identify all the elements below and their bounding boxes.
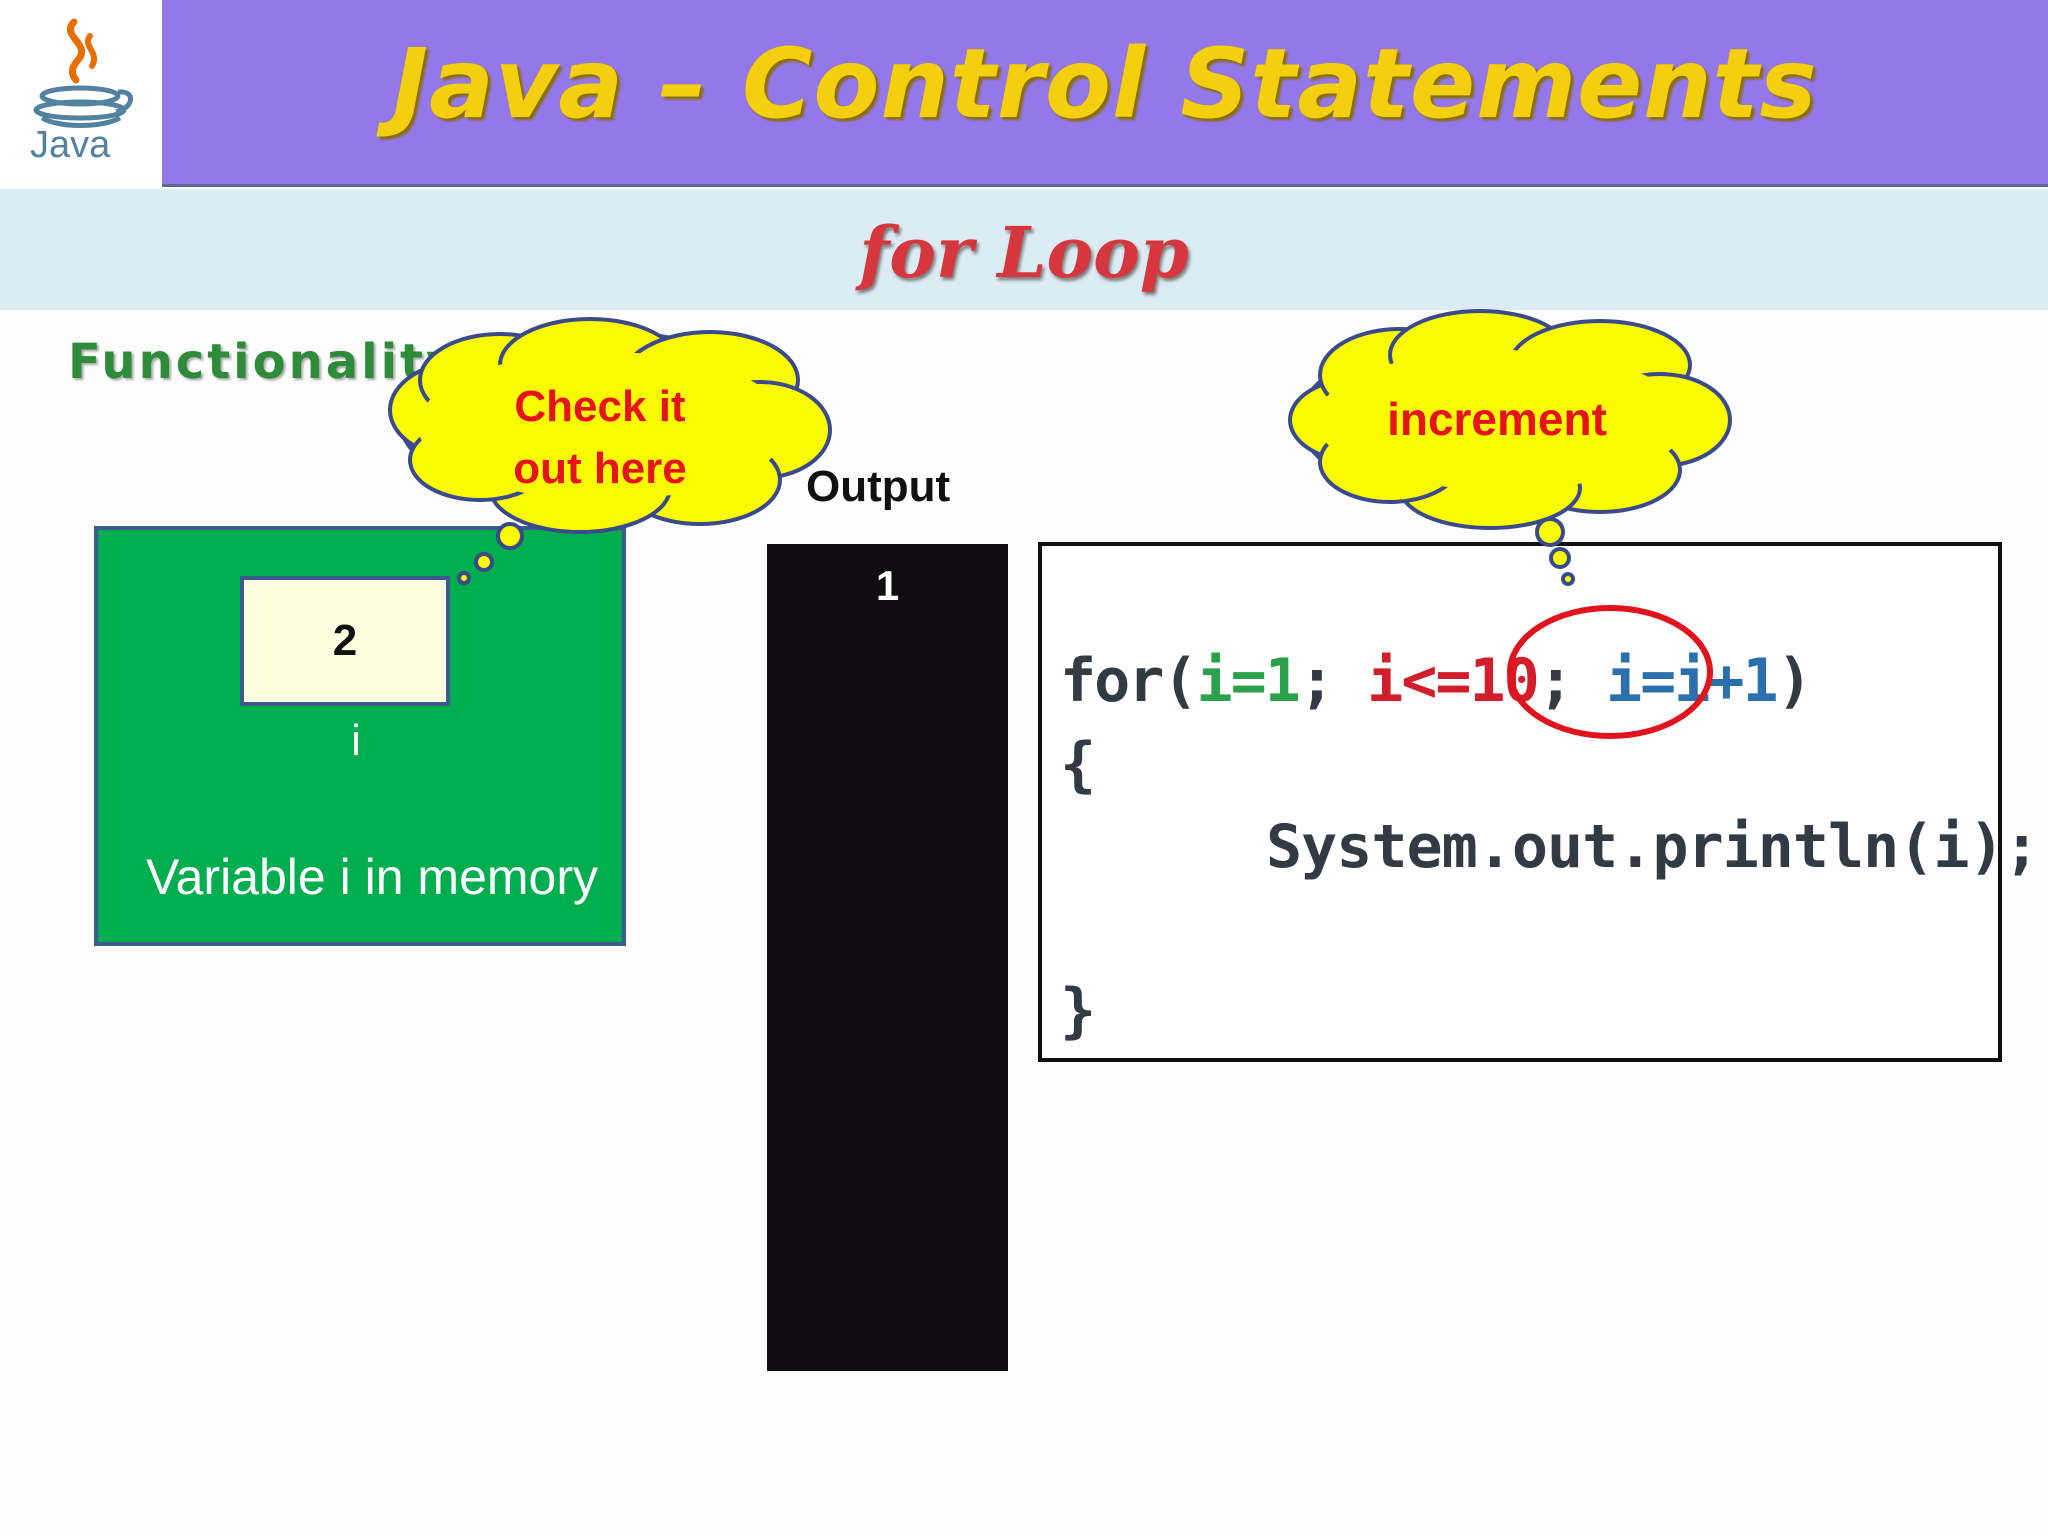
check-callout-text: Check it out here xyxy=(470,376,730,500)
code-separator: ; xyxy=(1537,646,1606,716)
code-separator: ; xyxy=(1298,646,1368,716)
variable-name: i xyxy=(351,716,361,765)
code-panel: for(i=1; i<=10; i=i+1) { System.out.prin… xyxy=(1038,542,2040,1062)
page-subtitle: for Loop xyxy=(859,211,1189,294)
subtitle-bar: for Loop xyxy=(0,189,2048,310)
code-open-brace: { xyxy=(1060,730,1097,800)
code-close-brace: } xyxy=(1060,976,1097,1046)
output-line: 1 xyxy=(875,562,900,609)
memory-box: 2 i Variable i in memory xyxy=(94,526,626,946)
output-console: 1 xyxy=(767,544,1008,1371)
memory-caption: Variable i in memory xyxy=(145,849,598,905)
output-label: Output xyxy=(806,462,951,511)
title-bar: Java – Control Statements xyxy=(162,0,2048,187)
code-close-paren: ) xyxy=(1776,646,1813,716)
page-title: Java – Control Statements xyxy=(392,28,1818,140)
code-init: i=1 xyxy=(1196,646,1301,716)
code-line-for: for(i=1; i<=10; i=i+1) xyxy=(1060,646,1813,716)
code-body: System.out.println(i); xyxy=(1266,812,2040,882)
increment-callout-text: increment xyxy=(1387,393,1607,445)
check-callout-line2: out here xyxy=(513,444,687,493)
check-callout-line1: Check it xyxy=(514,382,686,431)
increment-highlight-circle xyxy=(1507,605,1713,739)
code-for-keyword: for( xyxy=(1060,646,1198,716)
java-logo: Java xyxy=(0,0,162,187)
section-heading: Functionality xyxy=(68,334,461,390)
svg-text:Java: Java xyxy=(30,124,111,166)
java-cup-icon: Java xyxy=(30,18,133,166)
variable-value-box: 2 xyxy=(240,576,450,706)
